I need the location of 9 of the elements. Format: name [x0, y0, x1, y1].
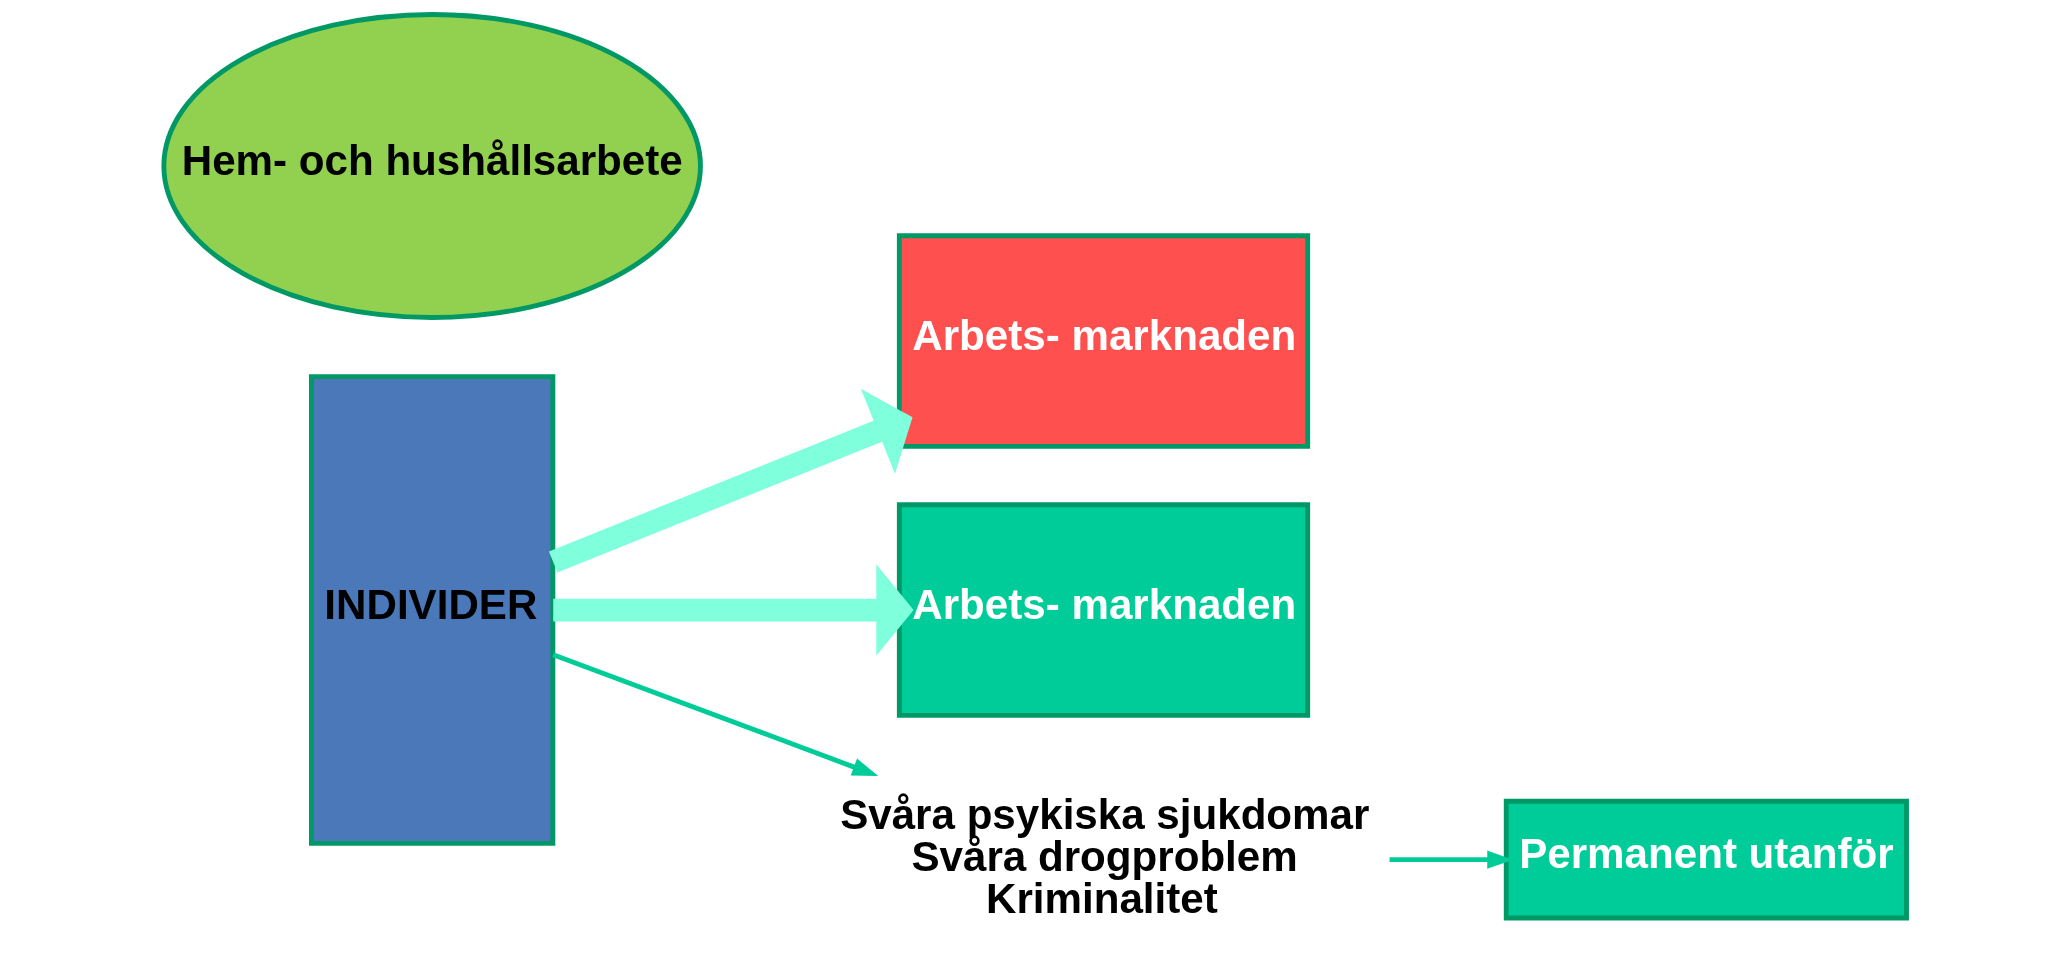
node-box: Arbets- marknaden — [896, 502, 1310, 718]
node-ellipse: Hem- och hushållsarbete — [160, 12, 703, 320]
node-box: INDIVIDER — [308, 374, 555, 846]
node-box: Permanent utanför — [1503, 798, 1909, 921]
node-text: Svåra psykiska sjukdomar Svåra drogproblem Kriminalitet — [839, 790, 1369, 922]
arrow — [552, 564, 914, 656]
arrow — [551, 652, 878, 777]
arrow — [548, 388, 913, 573]
node-box: Arbets- marknaden — [896, 233, 1310, 449]
